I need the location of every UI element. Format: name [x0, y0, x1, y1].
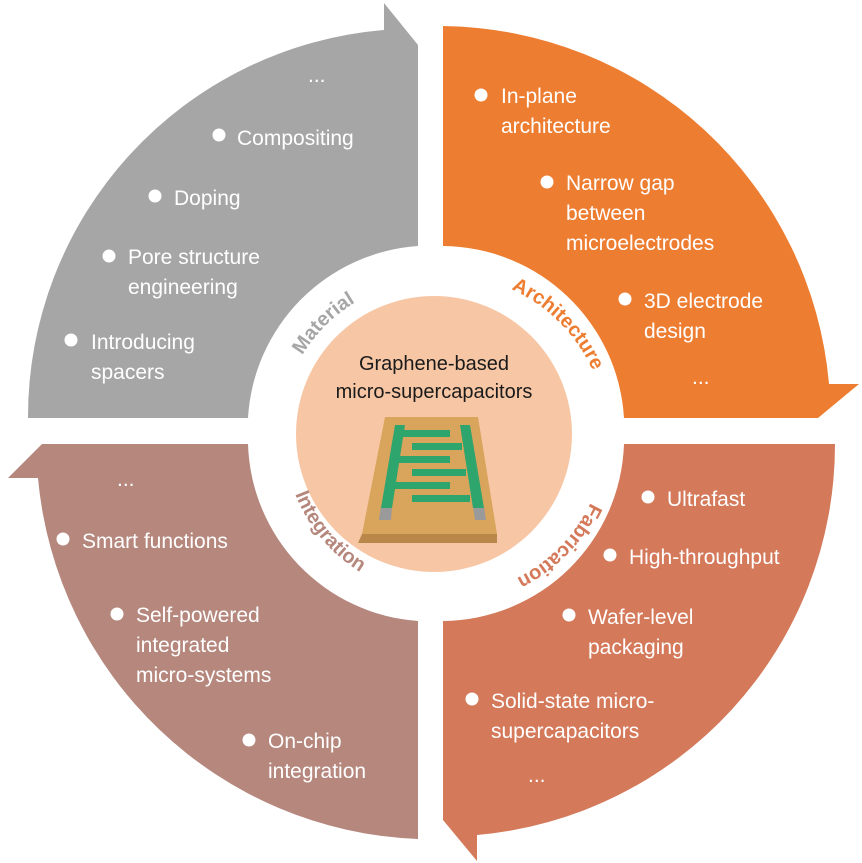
fabrication-item-bullet [641, 490, 655, 504]
architecture-item-bullet [618, 292, 632, 306]
segment-fabrication-shape [443, 444, 836, 861]
architecture-item-bullet [474, 88, 488, 102]
integration-item-bullet [56, 532, 70, 546]
segment-architecture-shape [443, 26, 859, 418]
fabrication-item-ultrafast: Ultrafast [667, 488, 745, 511]
material-item-compositing: Compositing [237, 127, 354, 150]
segment-material-shape [27, 3, 419, 418]
architecture-item-bullet [540, 175, 554, 189]
architecture-item-in-plane-line-2: architecture [501, 115, 611, 138]
fabrication-item-more: ... [528, 764, 546, 787]
integration-item-self-powered-line-3: micro-systems [136, 664, 271, 687]
fabrication-item-solid-state-line-2: supercapacitors [491, 720, 639, 743]
material-item-more: ... [308, 64, 326, 87]
material-item-spacers-line-2: spacers [91, 361, 165, 384]
integration-item-smart-functions: Smart functions [82, 530, 228, 553]
architecture-item-narrow-gap-line-2: between [566, 202, 645, 225]
material-item-pore-structure-line-2: engineering [128, 276, 238, 299]
material-item-bullet [148, 189, 162, 203]
material-item-bullet [64, 333, 78, 347]
fabrication-item-high-throughput: High-throughput [629, 546, 780, 569]
fabrication-item-bullet [465, 692, 479, 706]
architecture-item-narrow-gap-line-3: microelectrodes [566, 232, 714, 255]
architecture-item-narrow-gap: Narrow gap [566, 172, 675, 195]
center-title-line-1: Graphene-based [359, 353, 509, 375]
architecture-item-more: ... [692, 366, 710, 389]
fabrication-item-solid-state: Solid-state micro- [491, 690, 654, 713]
fabrication-item-bullet [603, 548, 617, 562]
integration-item-self-powered-line-2: integrated [136, 634, 229, 657]
architecture-item-3d-electrode: 3D electrode [644, 290, 763, 313]
material-item-doping: Doping [174, 187, 241, 210]
interdigital-electrode-device-icon [358, 417, 497, 543]
integration-item-more: ... [117, 468, 135, 491]
material-item-pore-structure: Pore structure [128, 246, 260, 269]
center-title-line-2: micro-supercapacitors [336, 381, 533, 403]
integration-item-bullet [242, 733, 256, 747]
integration-item-on-chip: On-chip [268, 730, 342, 753]
fabrication-item-wafer-level-line-2: packaging [588, 636, 684, 659]
integration-item-self-powered: Self-powered [136, 604, 260, 627]
integration-item-bullet [110, 607, 124, 621]
segment-integration-shape [8, 444, 418, 839]
fabrication-item-wafer-level: Wafer-level [588, 606, 693, 629]
architecture-item-3d-electrode-line-2: design [644, 320, 706, 343]
architecture-item-in-plane: In-plane [501, 85, 577, 108]
integration-item-on-chip-line-2: integration [268, 760, 366, 783]
fabrication-item-bullet [562, 608, 576, 622]
material-item-bullet [212, 128, 226, 142]
material-item-bullet [102, 249, 116, 263]
material-item-spacers: Introducing [91, 331, 195, 354]
